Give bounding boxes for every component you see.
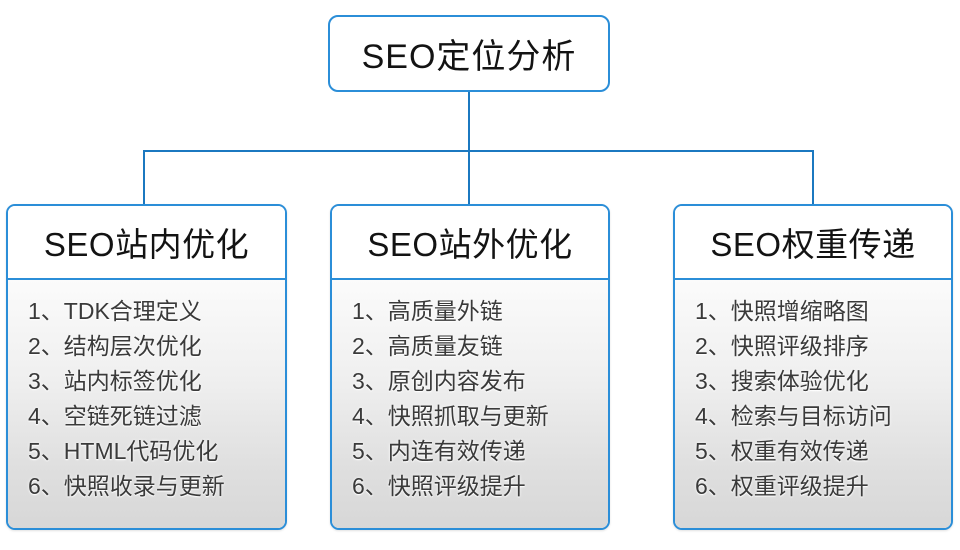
- connector-root-stem: [468, 90, 470, 151]
- list-item: 4、检索与目标访问: [695, 403, 892, 429]
- list-item: 1、高质量外链: [352, 298, 503, 324]
- connector-drop-right: [812, 150, 814, 206]
- column-weight-list: 1、快照增缩略图 2、快照评级排序 3、搜索体验优化 4、检索与目标访问 5、权…: [675, 280, 951, 528]
- column-weight-title: SEO权重传递: [710, 226, 916, 263]
- list-item: 5、权重有效传递: [695, 438, 869, 464]
- column-offsite-header: SEO站外优化: [332, 206, 608, 280]
- list-item: 3、原创内容发布: [352, 368, 526, 394]
- column-weight-header: SEO权重传递: [675, 206, 951, 280]
- list-item: 4、空链死链过滤: [28, 403, 202, 429]
- list-item: 2、高质量友链: [352, 333, 503, 359]
- root-node-title: SEO定位分析: [361, 38, 577, 76]
- list-item: 5、HTML代码优化: [28, 438, 219, 464]
- column-weight-transfer: SEO权重传递 1、快照增缩略图 2、快照评级排序 3、搜索体验优化 4、检索与…: [673, 204, 953, 530]
- list-item: 1、快照增缩略图: [695, 298, 869, 324]
- list-item: 2、结构层次优化: [28, 333, 202, 359]
- column-onsite-optimization: SEO站内优化 1、TDK合理定义 2、结构层次优化 3、站内标签优化 4、空链…: [6, 204, 287, 530]
- column-offsite-list: 1、高质量外链 2、高质量友链 3、原创内容发布 4、快照抓取与更新 5、内连有…: [332, 280, 608, 528]
- list-item: 3、搜索体验优化: [695, 368, 869, 394]
- list-item: 6、快照评级提升: [352, 473, 526, 499]
- column-offsite-title: SEO站外优化: [367, 226, 573, 263]
- list-item: 3、站内标签优化: [28, 368, 202, 394]
- list-item: 1、TDK合理定义: [28, 298, 202, 324]
- list-item: 4、快照抓取与更新: [352, 403, 549, 429]
- column-offsite-optimization: SEO站外优化 1、高质量外链 2、高质量友链 3、原创内容发布 4、快照抓取与…: [330, 204, 610, 530]
- connector-drop-middle: [468, 150, 470, 206]
- list-item: 5、内连有效传递: [352, 438, 526, 464]
- column-onsite-title: SEO站内优化: [43, 226, 250, 263]
- column-onsite-list: 1、TDK合理定义 2、结构层次优化 3、站内标签优化 4、空链死链过滤 5、H…: [8, 280, 285, 528]
- connector-horizontal-bar: [144, 150, 814, 152]
- column-onsite-header: SEO站内优化: [8, 206, 285, 280]
- list-item: 6、快照收录与更新: [28, 473, 225, 499]
- root-node: SEO定位分析: [328, 15, 610, 92]
- connector-drop-left: [143, 150, 145, 206]
- list-item: 6、权重评级提升: [695, 473, 869, 499]
- list-item: 2、快照评级排序: [695, 333, 869, 359]
